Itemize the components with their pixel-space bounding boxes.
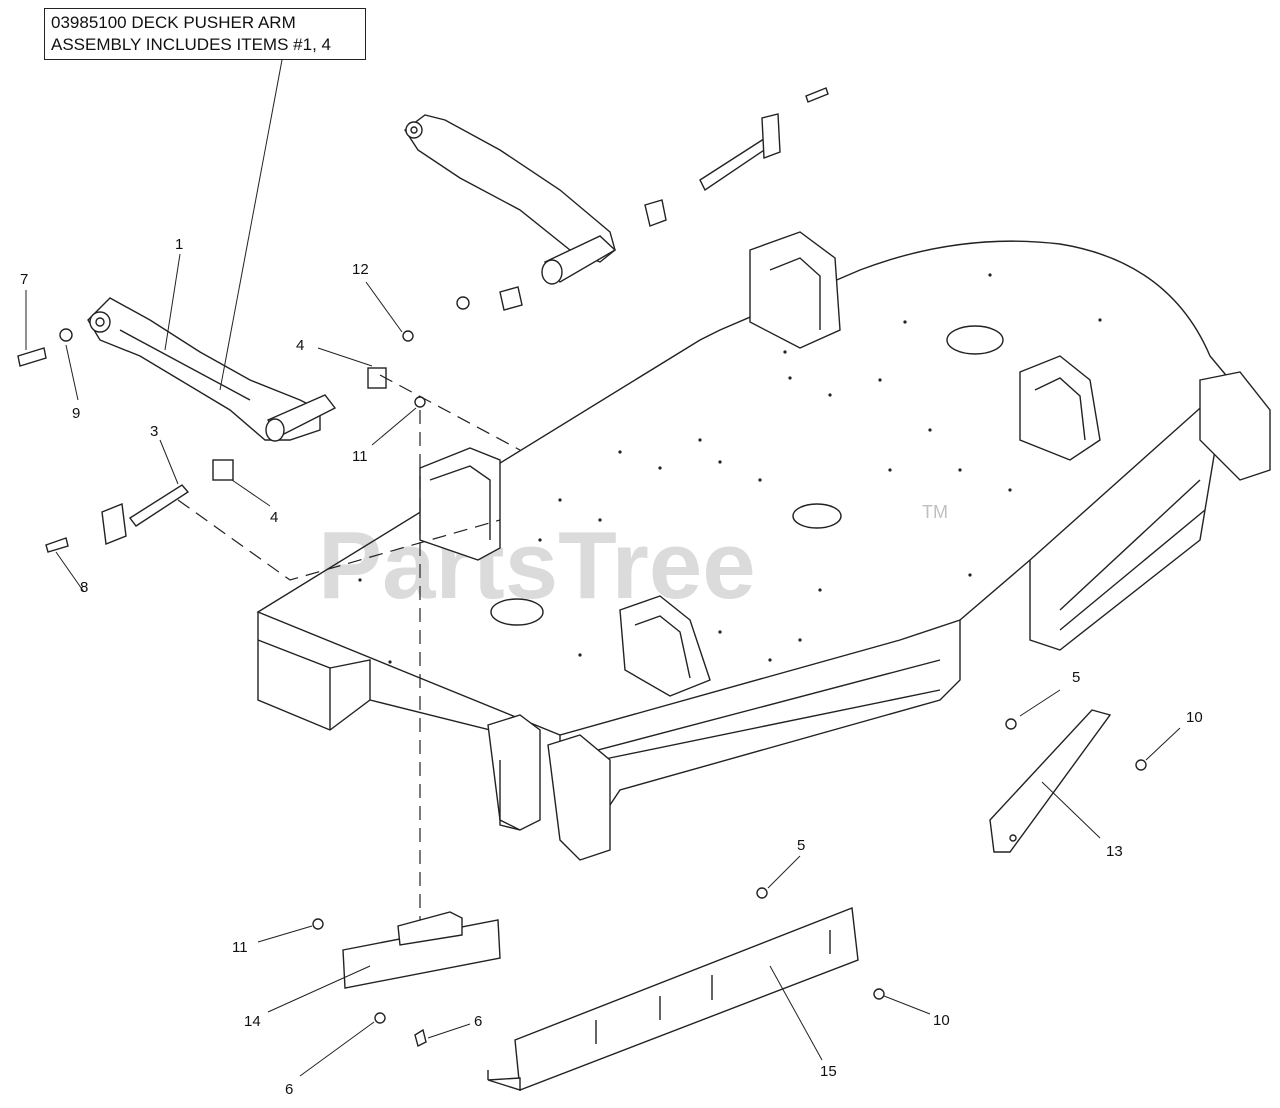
label-item-6-center: 6 (474, 1013, 482, 1030)
pivot-pin-3 (101, 484, 190, 545)
label-item-11-upper: 11 (352, 448, 368, 465)
assembly-line (379, 374, 521, 451)
assembly-line (177, 499, 501, 581)
label-item-1: 1 (175, 236, 183, 253)
nut-9 (59, 328, 73, 342)
label-item-7: 7 (20, 271, 28, 288)
mower-deck (256, 231, 1271, 861)
spindle-opening (946, 325, 1004, 355)
bolt-7 (17, 347, 47, 367)
label-item-6-left: 6 (285, 1081, 293, 1098)
bushing-rear (456, 199, 667, 311)
label-item-5-bottom: 5 (797, 837, 805, 854)
callout-line-1: 03985100 DECK PUSHER ARM (51, 13, 296, 32)
label-item-4-upper: 4 (296, 337, 304, 354)
deflector-14 (342, 911, 501, 1048)
label-item-10-right: 10 (1186, 709, 1203, 726)
bushing-4-lower (212, 459, 234, 481)
label-item-15: 15 (820, 1063, 837, 1080)
label-item-9: 9 (72, 405, 80, 422)
pusher-arm-front (87, 297, 337, 442)
watermark-trademark: TM (922, 502, 948, 522)
nut-12 (402, 330, 414, 342)
label-item-12: 12 (352, 261, 369, 278)
item-labels: 1 3 4 4 5 5 6 6 6 7 8 9 10 10 11 11 12 1… (20, 236, 1203, 1098)
label-item-13: 13 (1106, 843, 1123, 860)
bushing-4-upper (367, 367, 387, 389)
label-item-3: 3 (150, 423, 158, 440)
pusher-arm-rear (404, 114, 617, 285)
spindle-opening (792, 503, 842, 529)
spindle-opening (490, 598, 544, 626)
baffle-15 (487, 887, 885, 1091)
bolt-8 (45, 537, 69, 553)
nut-11-lower (312, 918, 324, 930)
label-item-11-lower: 11 (232, 939, 248, 956)
label-item-14: 14 (244, 1013, 261, 1030)
label-item-8: 8 (80, 579, 88, 596)
leader-lines (25, 59, 1181, 1077)
deck-holes (358, 273, 1102, 664)
assembly-callout-box: 03985100 DECK PUSHER ARM ASSEMBLY INCLUD… (44, 8, 366, 60)
callout-line-2: ASSEMBLY INCLUDES ITEMS #1, 4 (51, 35, 331, 54)
pivot-pin-rear (699, 87, 829, 192)
label-item-4-lower: 4 (270, 509, 278, 526)
plate-13 (989, 709, 1147, 853)
label-item-5-right: 5 (1072, 669, 1080, 686)
label-item-10-bottom: 10 (933, 1012, 950, 1029)
